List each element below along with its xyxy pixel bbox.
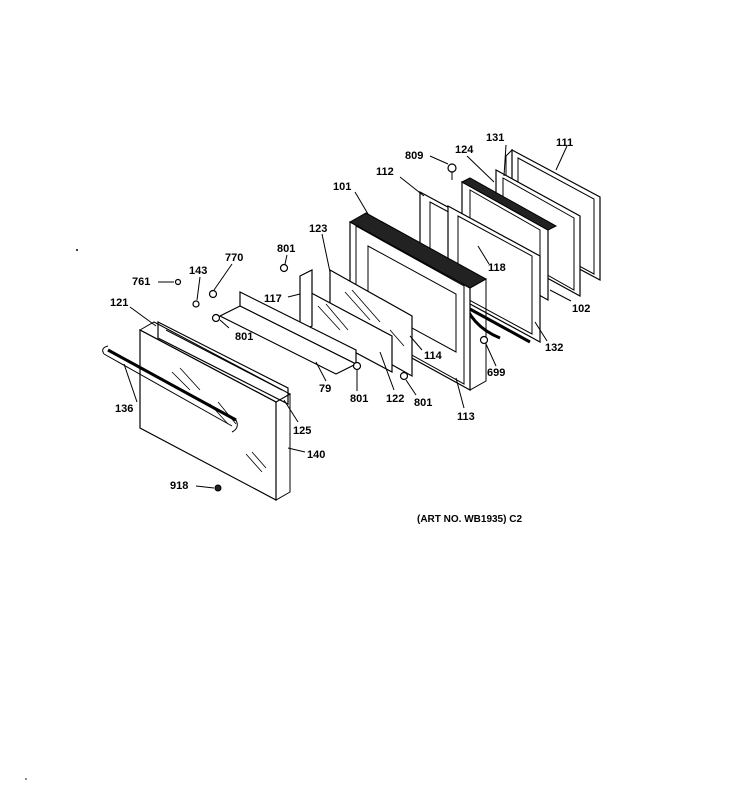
callout-117: 117 xyxy=(264,293,282,305)
callout-918: 918 xyxy=(170,480,188,492)
callout-801-c: 801 xyxy=(350,393,368,405)
screw-801-a xyxy=(279,263,289,273)
callout-122: 122 xyxy=(386,393,404,405)
callout-118: 118 xyxy=(488,262,506,274)
screw-918 xyxy=(214,484,222,492)
screw-801-c xyxy=(352,361,362,371)
art-number-note: (ART NO. WB1935) C2 xyxy=(417,514,523,525)
screw-699 xyxy=(479,335,489,345)
screw-809 xyxy=(447,163,457,180)
callout-121: 121 xyxy=(110,297,128,309)
callout-123: 123 xyxy=(309,223,327,235)
callout-113: 113 xyxy=(457,411,475,423)
callout-770: 770 xyxy=(225,252,243,264)
screw-761 xyxy=(174,278,182,286)
callout-112: 112 xyxy=(376,166,394,178)
part-117-glass-retainer xyxy=(299,269,313,333)
callout-124: 124 xyxy=(455,144,474,156)
callout-132: 132 xyxy=(545,342,563,354)
callout-136: 136 xyxy=(115,403,133,415)
part-136-door-handle xyxy=(102,345,238,433)
callout-801-b: 801 xyxy=(235,331,253,343)
callout-809: 809 xyxy=(405,150,423,162)
callout-111: 111 xyxy=(556,137,573,149)
callout-143: 143 xyxy=(189,265,207,277)
callout-801-d: 801 xyxy=(414,397,432,409)
callout-801-a: 801 xyxy=(277,243,295,255)
part-140-outer-glass xyxy=(138,321,292,501)
screw-801-b xyxy=(211,313,221,323)
callout-79: 79 xyxy=(319,383,331,395)
callout-labels: 809 131 111 124 112 101 123 801 770 143 … xyxy=(110,132,590,492)
callout-761: 761 xyxy=(132,276,150,288)
callout-699: 699 xyxy=(487,367,505,379)
callout-114: 114 xyxy=(424,350,443,362)
callout-131: 131 xyxy=(486,132,504,144)
screw-143 xyxy=(192,300,200,308)
callout-102: 102 xyxy=(572,303,590,315)
callout-140: 140 xyxy=(307,449,325,461)
screw-801-d xyxy=(399,371,409,381)
screw-770 xyxy=(208,289,218,299)
callout-125: 125 xyxy=(293,425,311,437)
callout-101: 101 xyxy=(333,181,351,193)
leader-lines xyxy=(123,144,572,489)
